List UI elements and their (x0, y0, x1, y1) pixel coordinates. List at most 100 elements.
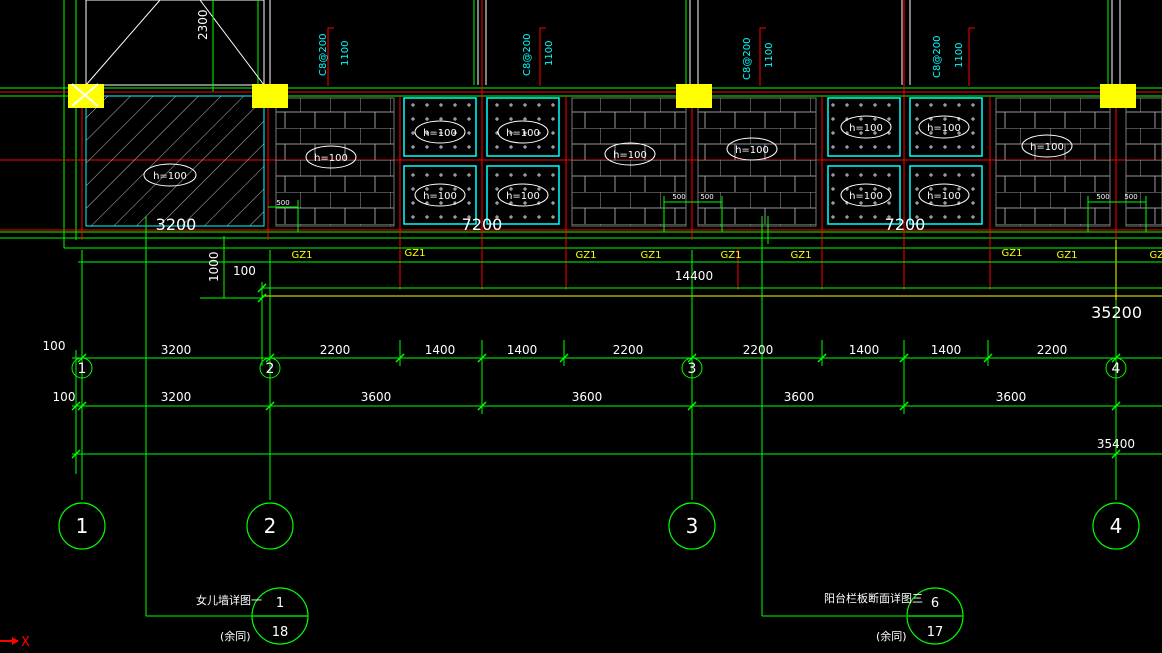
slab-label: h=100 (506, 128, 540, 139)
column-3 (676, 84, 712, 108)
dim-ticks (71, 283, 1121, 459)
plan-area (0, 0, 1162, 300)
bay-label-7200-b: 7200 (885, 215, 926, 234)
gz-label: GZ1 (721, 250, 742, 261)
gz-label: GZ1 (1057, 250, 1078, 261)
callout-right-top: 6 (931, 596, 939, 611)
axis-large-label: 2 (264, 514, 277, 538)
slab-hatched (85, 95, 265, 227)
axis-large-label: 4 (1110, 514, 1123, 538)
dim-row2-seg: 3200 (161, 390, 192, 404)
slab-label: h=100 (423, 191, 457, 202)
dim-row1-lead: 100 (43, 339, 66, 353)
dim-1100-label-1: 1100 (340, 41, 351, 66)
red-axis-lines (0, 0, 1162, 290)
dim-row1-seg: 1400 (507, 343, 538, 357)
dim-14400-label: 14400 (675, 269, 713, 283)
dim-row2-seg: 3600 (996, 390, 1027, 404)
dim-1000-label: 1000 (207, 251, 221, 282)
gz-labels: GZ1 GZ1 GZ1 GZ1 GZ1 GZ1 GZ1 GZ1 GZ1 (292, 248, 1162, 261)
callout-left-bottom: 18 (272, 625, 289, 640)
callout-left-title: 女儿墙详图一 (196, 593, 262, 607)
gz-label: GZ1 (292, 250, 313, 261)
rebar-label-2: C8@200 (522, 34, 533, 76)
column-2 (252, 84, 288, 108)
dim-500-label: 500 (1096, 193, 1109, 201)
callout-right-title: 阳台栏板断面详图三 (824, 591, 923, 605)
callout-left-top: 1 (276, 596, 284, 611)
cross-panels (403, 97, 983, 225)
gz-label: GZ1 (1002, 248, 1023, 259)
slab-label: h=100 (314, 153, 348, 164)
upper-room-walls (85, 0, 1121, 86)
dim-row2-seg: 3600 (572, 390, 603, 404)
dim-row1-seg: 2200 (613, 343, 644, 357)
upper-room-green (0, 0, 1162, 249)
slab-ellipses (143, 115, 1073, 207)
slab-label: h=100 (613, 150, 647, 161)
axis-small-labels: 1 2 3 4 (78, 361, 1121, 377)
gz-label: GZ1 (641, 250, 662, 261)
slab-label: h=100 (153, 171, 187, 182)
axis-small-label: 1 (78, 361, 87, 377)
dim-row1-seg: 1400 (849, 343, 880, 357)
slab-label: h=100 (423, 128, 457, 139)
dim-500-label: 500 (1124, 193, 1137, 201)
slab-label: h=100 (735, 145, 769, 156)
text-layer: 2300 C8@200 1100 C8@200 1100 C8@200 1100… (21, 9, 1162, 650)
slab-label: h=100 (1030, 142, 1064, 153)
dim-500-label: 500 (672, 193, 685, 201)
dim-row1-seg: 2200 (1037, 343, 1068, 357)
dim-1100-label-2: 1100 (544, 41, 555, 66)
dim-row1-seg: 3200 (161, 343, 192, 357)
callout-circles (251, 587, 964, 645)
dim-500-label: 500 (276, 199, 289, 207)
bay-label-7200-a: 7200 (462, 215, 503, 234)
axis-small-label: 2 (266, 361, 275, 377)
callout-right-note: (余同) (876, 629, 907, 643)
slab-label: h=100 (927, 123, 961, 134)
dim-1100-label-4: 1100 (954, 43, 965, 68)
ucs-icon (0, 637, 19, 645)
bay-label-3200: 3200 (156, 215, 197, 234)
column-x-mark (71, 83, 99, 107)
small-dim-ticks (268, 196, 1147, 232)
slab-label: h=100 (506, 191, 540, 202)
rebar-label-3: C8@200 (742, 38, 753, 80)
rebar-brackets (327, 27, 975, 86)
dim-row1-seg: 1400 (425, 343, 456, 357)
dim-35200-label: 35200 (1091, 303, 1142, 322)
rebar-label-4: C8@200 (932, 36, 943, 78)
slab-labels: h=100 h=100 h=100 h=100 h=100 h=100 h=10… (153, 123, 1064, 202)
dim-row2-seg: 3600 (361, 390, 392, 404)
dimension-lines (72, 216, 1162, 617)
dim-row-1: 100 3200 2200 1400 1400 2200 2200 1400 1… (43, 339, 1068, 357)
dim-35400-label: 35400 (1097, 437, 1135, 451)
axis-small-label: 4 (1112, 361, 1121, 377)
callout-right-bottom: 17 (927, 625, 944, 640)
dim-500-label: 500 (700, 193, 713, 201)
dim-row1-seg: 2200 (320, 343, 351, 357)
slab-label: h=100 (849, 191, 883, 202)
axis-large-label: 3 (686, 514, 699, 538)
gz-label: GZ1 (791, 250, 812, 261)
gz-label: GZ1 (576, 250, 597, 261)
dim-row2-lead: 100 (53, 390, 76, 404)
dim-100-label: 100 (233, 264, 256, 278)
axis-large-bubbles (58, 502, 1140, 550)
ucs-x-label: X (21, 635, 30, 650)
callout-left: 女儿墙详图一 (余同) 1 18 (196, 593, 288, 643)
gz-label: GZ1 (1150, 250, 1162, 261)
upper-left-diagonals (85, 0, 265, 86)
callout-left-note: (余同) (220, 629, 251, 643)
axis-large-labels: 1 2 3 4 (76, 514, 1123, 538)
callout-right: 阳台栏板断面详图三 (余同) 6 17 (824, 591, 943, 643)
column-4 (1100, 84, 1136, 108)
axis-small-label: 3 (688, 361, 697, 377)
bay-labels: 3200 7200 7200 (156, 215, 926, 234)
dim-row1-seg: 1400 (931, 343, 962, 357)
small-500-labels: 500 500 500 500 500 (276, 193, 1137, 207)
gz-label: GZ1 (405, 248, 426, 259)
rebar-label-1: C8@200 (318, 34, 329, 76)
